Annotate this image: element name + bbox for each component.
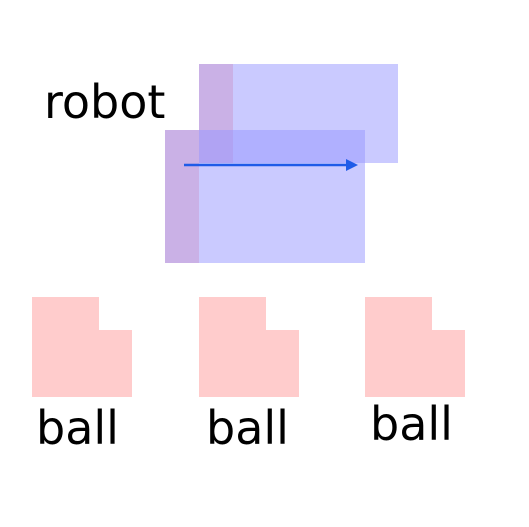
ball-shape — [199, 297, 299, 397]
robot-label: robot — [44, 75, 165, 129]
ball-item-3: ball — [365, 297, 465, 451]
ball-item-2: ball — [199, 297, 299, 455]
ball-label: ball — [370, 397, 453, 451]
ball-label: ball — [36, 401, 119, 455]
ball-shape — [32, 297, 132, 397]
ball-shape — [365, 297, 465, 397]
robot-figure: robot — [44, 64, 398, 263]
motion-arrow — [184, 159, 358, 171]
ball-item-1: ball — [32, 297, 132, 455]
robot-lower-blue-block — [165, 130, 365, 263]
ball-label: ball — [206, 401, 289, 455]
